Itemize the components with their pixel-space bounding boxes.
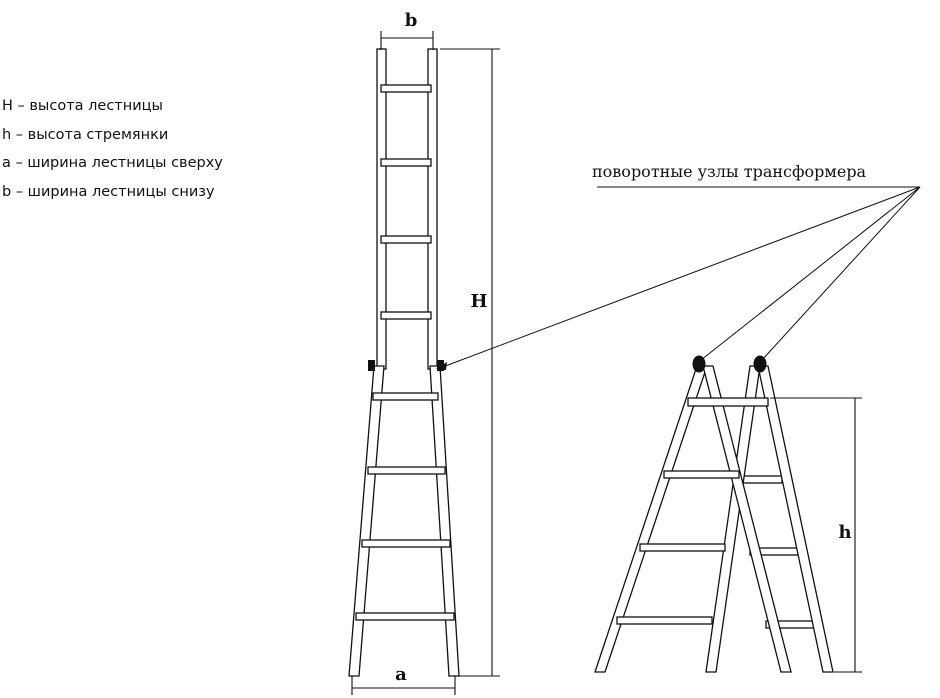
hinge-knobs-step: [692, 355, 767, 373]
rung: [616, 616, 713, 625]
upper-left-rail: [376, 48, 387, 370]
hinge-knob-left: [368, 360, 375, 371]
lower-rungs: [355, 392, 455, 621]
rung: [380, 84, 432, 93]
legend-item-b: b – ширина лестницы снизу: [2, 183, 215, 200]
legend-item-H: H – высота лестницы: [2, 98, 163, 114]
label-a: a: [395, 664, 407, 685]
straight-ladder: [348, 48, 460, 677]
front-frame-rungs: [616, 470, 740, 625]
callout-arrowhead: [436, 362, 447, 370]
dimension-H: [440, 48, 500, 677]
rung: [380, 158, 432, 167]
callout-label: поворотные узлы трансформера: [592, 162, 867, 181]
dimension-h: [770, 397, 862, 673]
rung: [372, 392, 439, 401]
lower-right-rail: [429, 365, 460, 677]
legend-item-h: h – высота стремянки: [2, 126, 169, 143]
rung: [663, 470, 740, 479]
label-h: h: [838, 522, 851, 543]
hinge-knob-front: [692, 355, 706, 373]
dimension-b: [380, 31, 434, 50]
callout-leaders: [439, 186, 921, 369]
hinge-knob-back: [753, 355, 767, 373]
legend-item-a: a – ширина лестницы сверху: [2, 155, 223, 171]
rung: [639, 543, 726, 552]
hinge-knobs-straight: [368, 360, 444, 371]
rung: [380, 235, 432, 244]
front-frame-rails: [594, 365, 792, 673]
label-b: b: [405, 10, 418, 31]
hinge-knob-right: [437, 360, 444, 371]
rung: [361, 539, 451, 548]
rung: [355, 612, 455, 621]
dimension-a: [351, 676, 456, 695]
rung: [367, 466, 446, 475]
upper-right-rail: [427, 48, 438, 370]
upper-rungs: [380, 84, 432, 320]
rung: [380, 311, 432, 320]
rung: [741, 475, 783, 484]
legend: H – высота лестницы h – высота стремянки…: [2, 92, 223, 206]
label-H: H: [470, 291, 487, 312]
step-ladder: [594, 365, 834, 673]
lower-left-rail: [348, 365, 385, 677]
top-platform: [687, 397, 769, 407]
